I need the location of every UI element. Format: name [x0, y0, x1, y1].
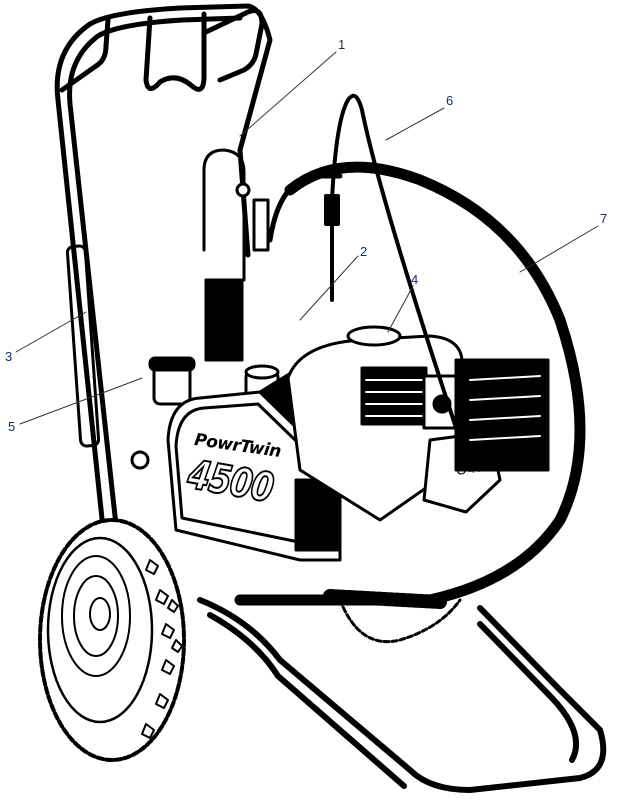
- leader-lines: [15, 51, 599, 425]
- callout-3: 3: [5, 349, 13, 364]
- hose-spring: [323, 589, 447, 609]
- callout-1: 1: [338, 37, 346, 52]
- callout-5: 5: [8, 419, 16, 434]
- hose: [234, 161, 586, 606]
- spray-gun-line: [324, 93, 472, 472]
- callout-7: 7: [600, 211, 608, 226]
- pump-cylinder: [202, 148, 270, 362]
- cart-handle: [54, 3, 273, 693]
- engine: [286, 325, 550, 522]
- fuel-cap: [346, 325, 402, 347]
- left-wheel: [38, 518, 186, 762]
- callout-6: 6: [446, 93, 454, 108]
- filter-housing: [130, 356, 196, 470]
- callout-4: 4: [411, 272, 419, 287]
- cart-base: [197, 597, 607, 793]
- callout-2: 2: [360, 244, 368, 259]
- grip-sleeve: [65, 244, 101, 448]
- right-wheel: [338, 598, 462, 644]
